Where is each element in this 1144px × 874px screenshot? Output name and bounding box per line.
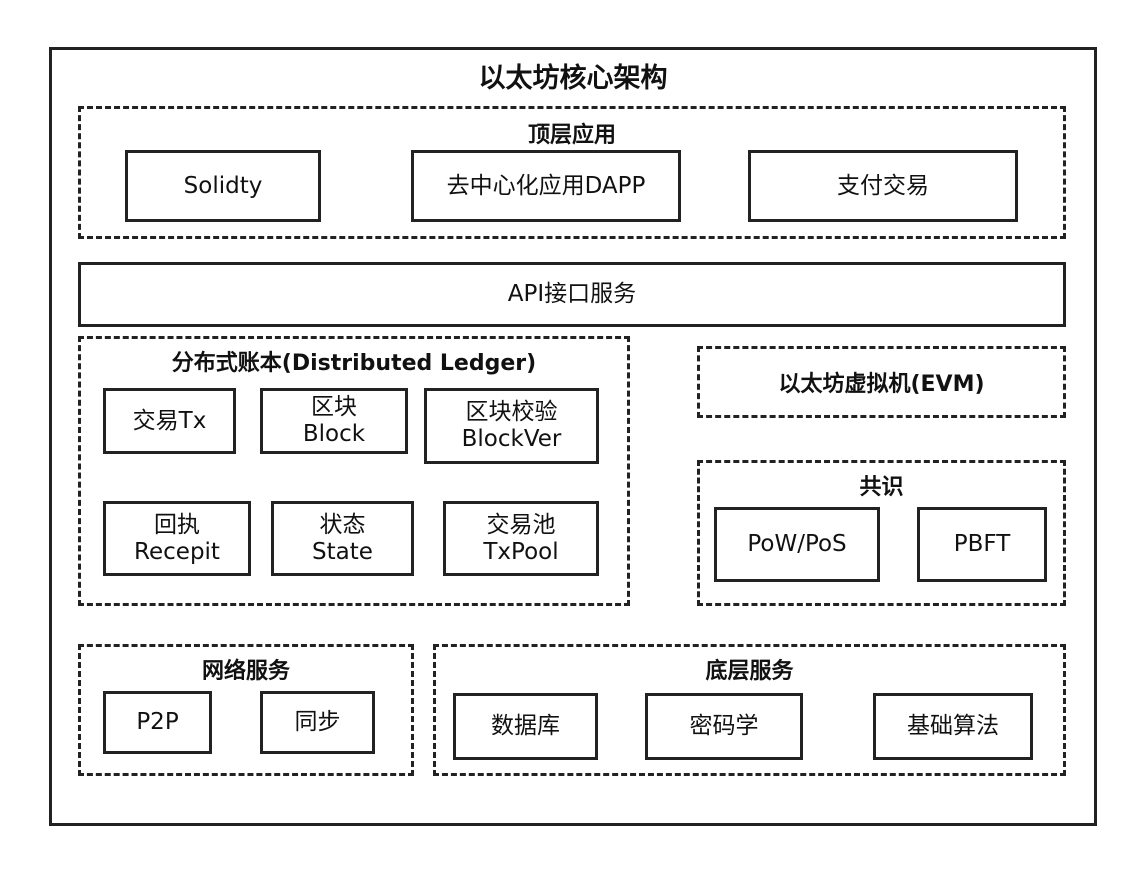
diagram-title: 以太坊核心架构 [478,63,668,94]
top-app-group: 顶层应用 [78,106,1066,239]
ledger-receipt: 回执 Recepit [103,501,251,576]
api-service: API接口服务 [78,262,1066,327]
app-solidity: Solidty [125,150,321,222]
app-payment-label: 支付交易 [837,172,929,199]
ledger-tx-label: 交易Tx [132,407,207,434]
base-algorithms: 基础算法 [873,693,1033,760]
ledger-blockver-label-en: BlockVer [461,426,562,452]
app-dapp: 去中心化应用DAPP [411,150,681,222]
network-p2p-label: P2P [136,709,179,735]
ledger-state-label-cn: 状态 [319,511,366,538]
network-sync-label: 同步 [294,709,341,735]
evm-title: 以太坊虚拟机(EVM) [778,372,985,397]
network-group: 网络服务 [78,644,414,776]
ledger-receipt-label-cn: 回执 [154,511,200,538]
ledger-tx: 交易Tx [103,388,236,454]
network-title: 网络服务 [201,659,290,684]
network-p2p: P2P [103,691,212,754]
app-dapp-label: 去中心化应用DAPP [446,172,646,199]
ledger-receipt-label-en: Recepit [134,538,220,565]
base-database-label: 数据库 [491,713,560,739]
evm-group: 以太坊虚拟机(EVM) [697,346,1066,418]
ledger-group: 分布式账本(Distributed Ledger) [78,336,630,606]
consensus-group: 共识 [697,460,1066,606]
base-title: 底层服务 [705,659,794,684]
base-group: 底层服务 [433,644,1066,776]
base-cryptography: 密码学 [645,693,803,760]
consensus-pow-pos: PoW/PoS [714,507,880,582]
consensus-pbft: PBFT [917,507,1047,582]
top-app-title: 顶层应用 [527,123,616,148]
ledger-block: 区块 Block [260,388,408,454]
ledger-block-label-cn: 区块 [311,394,357,420]
architecture-frame [49,47,1097,826]
ledger-txpool-label-en: TxPool [483,538,559,565]
ledger-txpool: 交易池 TxPool [443,501,599,576]
ledger-title: 分布式账本(Distributed Ledger) [171,351,537,376]
app-payment: 支付交易 [748,150,1018,222]
base-algorithms-label: 基础算法 [907,713,999,739]
consensus-pow-pos-label: PoW/PoS [747,531,847,557]
base-cryptography-label: 密码学 [689,713,759,739]
ledger-blockver: 区块校验 BlockVer [424,388,599,464]
consensus-title: 共识 [859,475,904,500]
ledger-blockver-label-cn: 区块校验 [465,399,558,425]
ledger-state: 状态 State [271,501,414,576]
consensus-pbft-label: PBFT [953,531,1011,557]
base-database: 数据库 [453,693,598,760]
app-solidity-label: Solidty [183,172,263,199]
ledger-state-label-en: State [312,538,373,565]
network-sync: 同步 [260,691,375,754]
ledger-txpool-label-cn: 交易池 [486,511,556,538]
ledger-block-label-en: Block [302,421,366,447]
api-service-label: API接口服务 [507,281,637,307]
